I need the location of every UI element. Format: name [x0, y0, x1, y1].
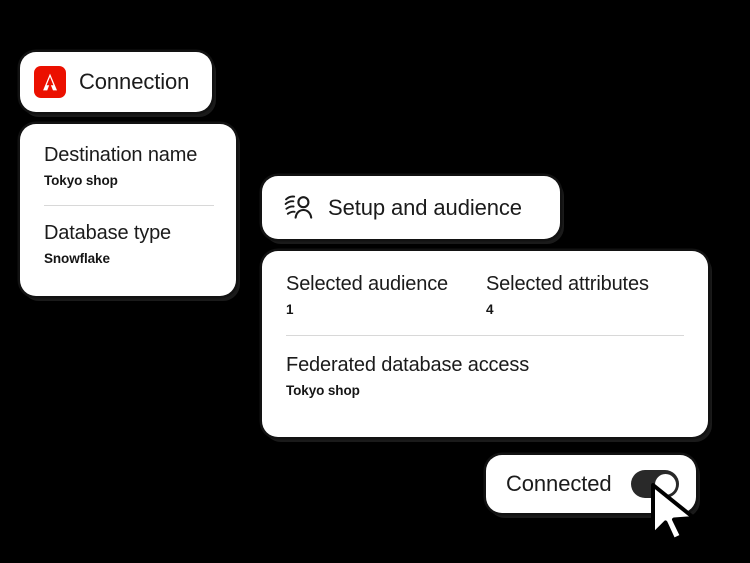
selected-attributes-label: Selected attributes — [485, 273, 649, 295]
toggle-knob — [652, 471, 678, 497]
destination-card: Destination name Tokyo shop Database typ… — [20, 124, 236, 296]
audience-details-card: Selected audience 1 Selected attributes … — [262, 251, 708, 437]
connection-status-card[interactable]: Connected — [486, 455, 696, 513]
details-divider — [286, 334, 684, 337]
selected-attributes-block: Selected attributes 4 — [486, 273, 684, 317]
selected-attributes-value: 4 — [485, 301, 494, 317]
destination-divider — [44, 204, 214, 207]
connection-toggle[interactable] — [631, 470, 679, 498]
detail-columns: Selected audience 1 Selected attributes … — [286, 273, 684, 317]
selected-audience-label: Selected audience — [286, 273, 449, 295]
connection-card[interactable]: Connection — [20, 52, 212, 112]
selected-audience-value: 1 — [286, 301, 294, 317]
setup-and-audience-card[interactable]: Setup and audience — [262, 176, 560, 239]
federated-access-label: Federated database access — [286, 354, 530, 377]
destination-name-value: Tokyo shop — [44, 172, 118, 188]
connected-label: Connected — [506, 471, 612, 496]
adobe-logo-icon — [34, 66, 66, 98]
connection-label: Connection — [79, 69, 190, 94]
federated-access-value: Tokyo shop — [286, 382, 360, 398]
database-type-label: Database type — [44, 222, 172, 245]
setup-and-audience-label: Setup and audience — [328, 194, 522, 220]
destination-name-label: Destination name — [44, 144, 198, 166]
audience-people-icon — [284, 195, 313, 219]
database-type-value: Snowflake — [44, 250, 110, 266]
selected-audience-block: Selected audience 1 — [286, 273, 486, 317]
